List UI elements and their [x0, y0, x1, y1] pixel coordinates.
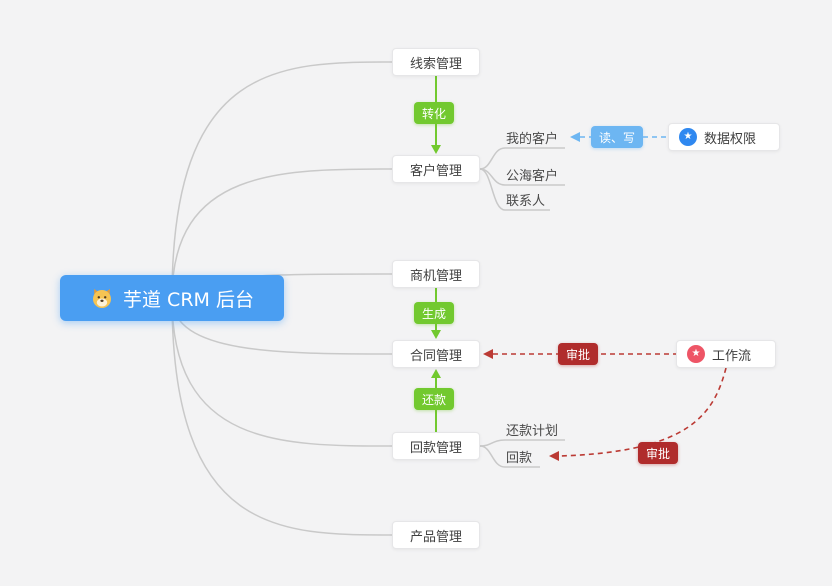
dog-emoji-icon: [90, 286, 114, 310]
subnode-my-customers[interactable]: 我的客户: [506, 131, 559, 147]
node-workflow-label: 工作流: [712, 348, 752, 364]
node-data-permission-label: 数据权限: [704, 131, 757, 147]
blue-arrowhead: [570, 132, 580, 142]
edge-label-read-write: 读、写: [591, 126, 644, 148]
edge-label-repay: 还款: [414, 388, 455, 410]
node-opportunities[interactable]: 商机管理: [392, 260, 480, 288]
node-products[interactable]: 产品管理: [392, 521, 480, 549]
red-arrowheads: [483, 349, 559, 461]
node-workflow[interactable]: ★ 工作流: [676, 340, 776, 368]
node-leads-label: 线索管理: [409, 56, 462, 72]
node-customers-label: 客户管理: [409, 163, 462, 179]
green-arrowheads: [431, 145, 441, 378]
node-contracts[interactable]: 合同管理: [392, 340, 480, 368]
edge-label-convert: 转化: [414, 102, 455, 124]
star-icon: ★: [687, 345, 705, 363]
subnode-receivable[interactable]: 回款: [506, 450, 533, 466]
node-leads[interactable]: 线索管理: [392, 48, 480, 76]
node-opportunities-label: 商机管理: [409, 268, 462, 284]
node-products-label: 产品管理: [409, 529, 462, 545]
node-receivables-label: 回款管理: [409, 440, 462, 456]
node-data-permission[interactable]: ★ 数据权限: [668, 123, 780, 151]
node-receivables[interactable]: 回款管理: [392, 432, 480, 460]
root-node-crm[interactable]: 芋道 CRM 后台: [60, 275, 284, 321]
star-icon: ★: [679, 128, 697, 146]
edge-label-approve-receivable: 审批: [638, 442, 679, 464]
edge-label-approve-contract: 审批: [558, 343, 599, 365]
subnode-contacts[interactable]: 联系人: [506, 193, 546, 209]
subnode-public-customers[interactable]: 公海客户: [506, 168, 559, 184]
node-contracts-label: 合同管理: [409, 348, 462, 364]
root-node-label: 芋道 CRM 后台: [123, 288, 254, 311]
subnode-repayment-plan[interactable]: 还款计划: [506, 423, 559, 439]
edge-label-generate: 生成: [414, 302, 455, 324]
node-customers[interactable]: 客户管理: [392, 155, 480, 183]
